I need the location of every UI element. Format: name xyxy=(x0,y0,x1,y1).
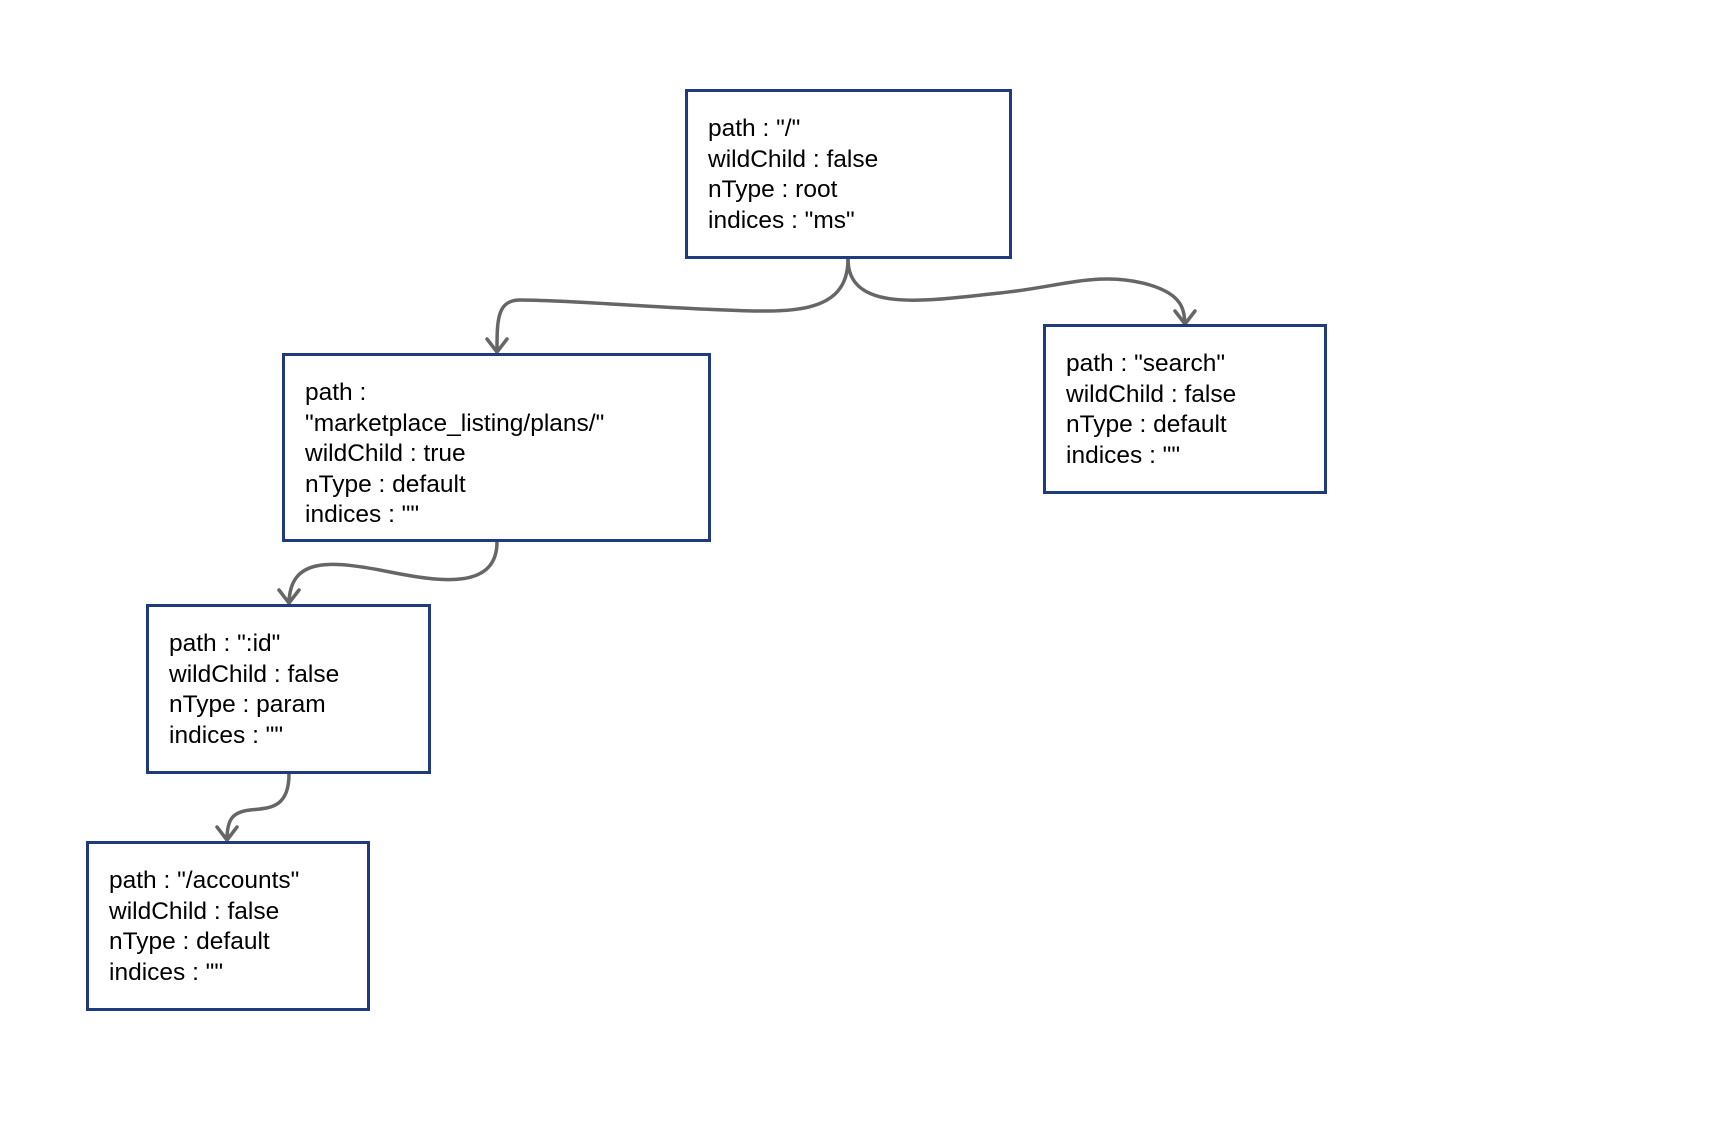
node-marketplace: path : "marketplace_listing/plans/" wild… xyxy=(282,353,711,542)
node-accounts: path : "/accounts" wildChild : false nTy… xyxy=(86,841,370,1011)
arrowhead-accounts xyxy=(215,825,239,842)
node-accounts-path: path : "/accounts" xyxy=(109,867,300,894)
arrowhead-id xyxy=(277,588,301,605)
node-accounts-ntype: nType : default xyxy=(109,928,270,955)
node-marketplace-path-label: path : xyxy=(305,379,367,406)
node-id: path : ":id" wildChild : false nType : p… xyxy=(146,604,431,774)
node-root-indices: indices : "ms" xyxy=(708,206,855,234)
node-accounts-indices: indices : "" xyxy=(109,958,224,986)
node-search-indices: indices : "" xyxy=(1066,441,1181,469)
edge-marketplace-to-id xyxy=(287,540,499,605)
edge-root-to-search xyxy=(846,257,1187,326)
node-search-wildchild: wildChild : false xyxy=(1066,380,1237,408)
node-search-path: path : "search" xyxy=(1066,350,1226,377)
edge-id-to-accounts xyxy=(225,772,291,842)
node-marketplace-path-value: "marketplace_listing/plans/" xyxy=(305,409,605,437)
node-id-indices: indices : "" xyxy=(169,721,284,749)
node-root-path: path : "/" xyxy=(708,115,801,142)
node-root: path : "/" wildChild : false nType : roo… xyxy=(685,89,1012,259)
node-marketplace-wildchild: wildChild : true xyxy=(305,440,466,467)
node-root-ntype: nType : root xyxy=(708,176,838,203)
node-id-path: path : ":id" xyxy=(169,630,281,657)
node-id-ntype: nType : param xyxy=(169,691,326,718)
node-root-wildchild: wildChild : false xyxy=(708,145,879,173)
arrowhead-marketplace xyxy=(485,337,509,354)
node-id-wildchild: wildChild : false xyxy=(169,660,340,688)
node-accounts-wildchild: wildChild : false xyxy=(109,897,280,925)
edge-root-to-marketplace xyxy=(495,257,850,354)
node-marketplace-ntype: nType : default xyxy=(305,470,466,498)
node-search-ntype: nType : default xyxy=(1066,411,1227,438)
node-search: path : "search" wildChild : false nType … xyxy=(1043,324,1327,494)
node-marketplace-indices: indices : "" xyxy=(305,501,420,528)
